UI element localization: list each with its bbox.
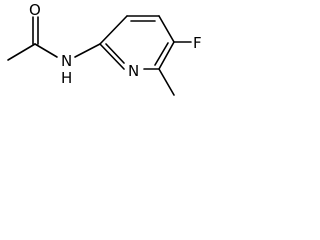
oxygen-label: O <box>29 1 41 19</box>
bond-amide-nitrogen-ring <box>74 43 101 58</box>
fluorine-label: F <box>193 34 202 52</box>
ring-bond-c2-c3 <box>99 15 128 45</box>
ring-bond-c4-c5 <box>158 15 175 43</box>
bond-ring-methyl <box>158 68 175 96</box>
ring-bond-c5-c6-outer <box>158 41 175 70</box>
amide-hydrogen-label: H <box>61 69 72 87</box>
bond-carbonyl-amide-nitrogen <box>34 43 58 58</box>
bond-methyl-carbonyl <box>7 43 36 61</box>
chemical-structure: O N H N F <box>7 1 202 96</box>
ring-nitrogen-label: N <box>128 62 139 80</box>
ring-bond-n1-c2-outer <box>99 43 125 70</box>
ring-bond-c5-c6-inner <box>154 42 169 66</box>
ring-bond-n1-c2-inner <box>105 43 125 64</box>
amide-nitrogen-label: N <box>61 52 72 70</box>
